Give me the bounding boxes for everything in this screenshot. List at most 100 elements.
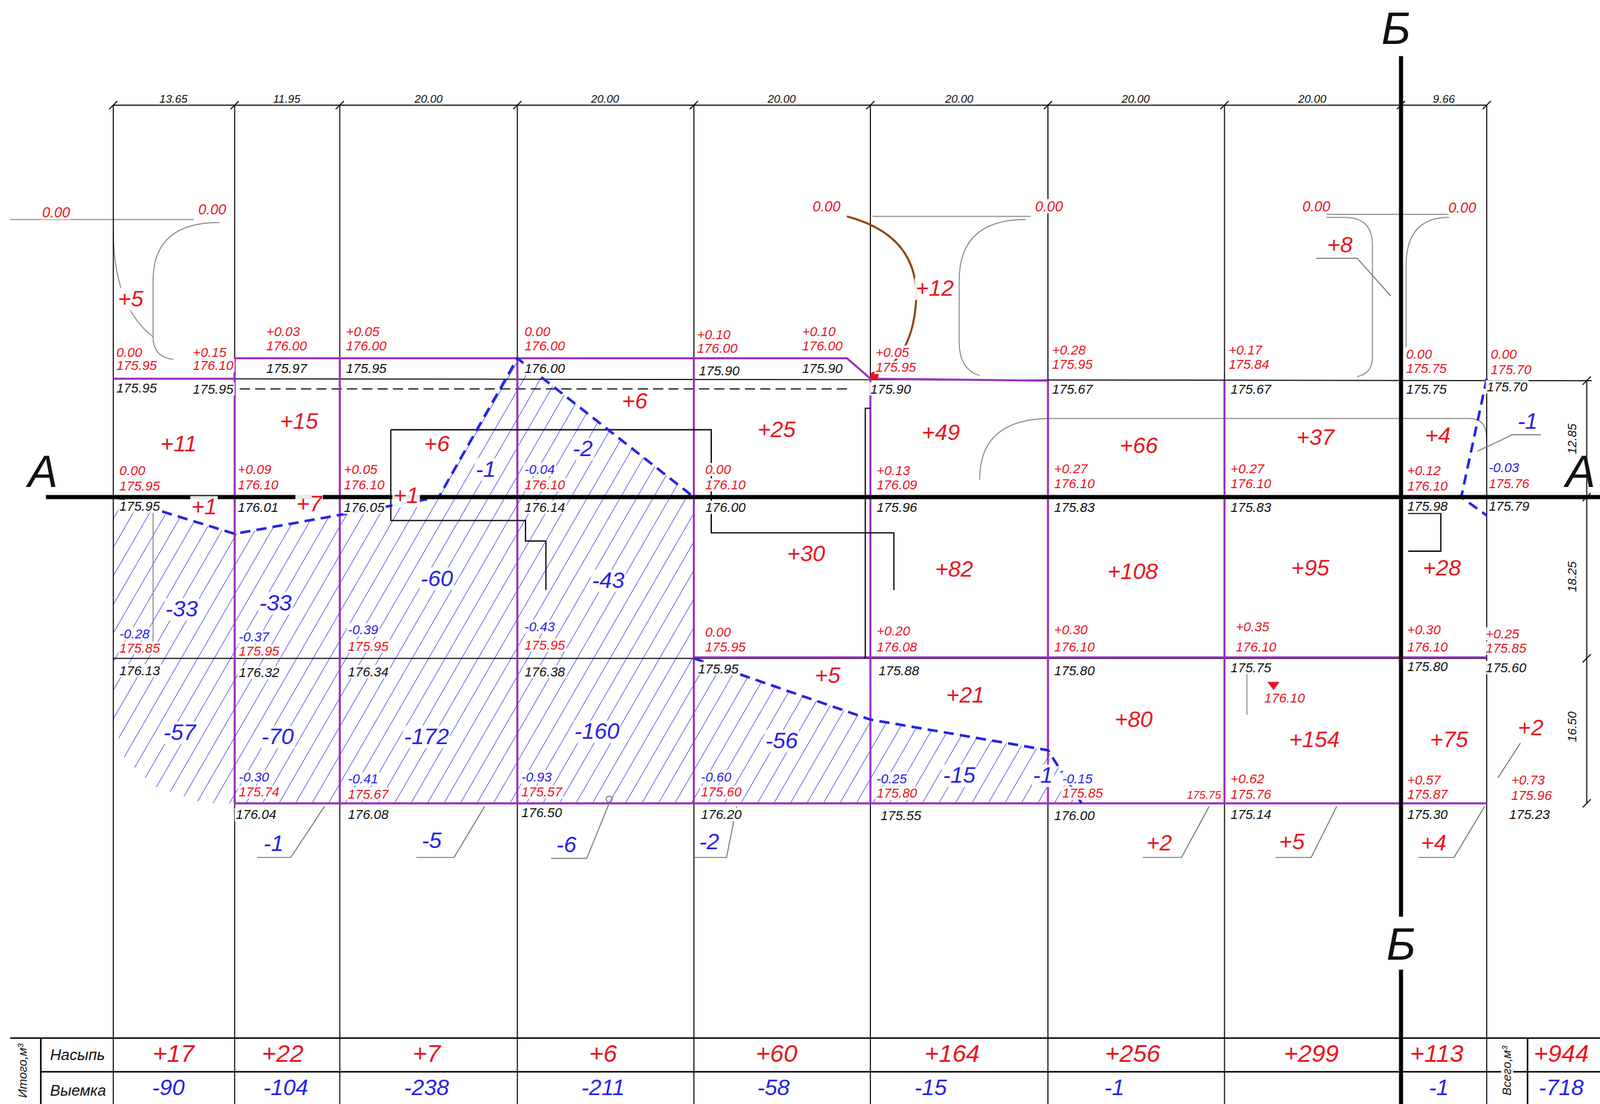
- dimension-line: [513, 100, 522, 110]
- existing-elevation: 175.79: [1487, 499, 1531, 513]
- elevation-difference: +0.10: [800, 324, 837, 338]
- elevation-difference: +0.10: [695, 328, 732, 342]
- markers: [606, 796, 613, 803]
- elevation-difference: -0.43: [523, 619, 556, 633]
- elevation-difference: -0.15: [1061, 771, 1094, 785]
- elevation-difference: -0.25: [875, 771, 908, 785]
- grid-lines: [1224, 105, 1226, 1104]
- elevation-difference: 0.00: [115, 345, 144, 359]
- table-cell: +164: [923, 1040, 981, 1066]
- dimension-label: 9.66: [1431, 93, 1456, 105]
- volume-value: +4: [1423, 424, 1452, 448]
- table-cell: -104: [262, 1076, 310, 1099]
- volume-value: -1: [1516, 410, 1539, 433]
- volume-value: +30: [786, 542, 827, 566]
- cut-zone-hatch: [113, 357, 1082, 803]
- volume-value: +21: [945, 683, 986, 707]
- dimension-label: 13.65: [158, 93, 189, 105]
- elevation-difference: +0.25: [1484, 626, 1521, 640]
- existing-elevation: 175.97: [265, 361, 309, 375]
- existing-elevation: 176.04: [234, 807, 278, 821]
- existing-elevation: 175.96: [875, 500, 919, 514]
- volume-value: -56: [764, 729, 800, 753]
- leader-lines: [1142, 806, 1210, 858]
- existing-elevation: 175.67: [1050, 382, 1094, 396]
- volume-value: +1: [189, 495, 218, 519]
- dimension-line: [1043, 100, 1053, 110]
- design-elevation: 175.80: [875, 786, 919, 800]
- table-cell: -15: [913, 1076, 948, 1099]
- existing-elevation: 175.83: [1053, 500, 1096, 514]
- table-header: Всего,м³: [1500, 1044, 1514, 1096]
- section-lines: [1398, 56, 1403, 917]
- elevation-difference: +0.27: [1229, 461, 1266, 475]
- summary-table: [40, 1070, 1600, 1073]
- dimension-line: [109, 100, 118, 110]
- dimension-label: 20.00: [590, 93, 621, 105]
- existing-elevation: 175.90: [869, 382, 912, 396]
- volume-value: +28: [1421, 556, 1463, 580]
- elevation-difference: -0.60: [699, 770, 733, 784]
- zero-work-line: [694, 658, 1082, 804]
- existing-elevation: 176.13: [118, 663, 161, 677]
- volume-value: +82: [933, 558, 975, 581]
- existing-elevation: 175.83: [1229, 500, 1273, 514]
- volume-value: +49: [920, 421, 962, 445]
- design-grid-purple: [234, 802, 1487, 804]
- volume-value: +25: [756, 418, 797, 442]
- section-mark: Б: [1385, 921, 1418, 967]
- volume-value: +95: [1290, 556, 1331, 580]
- existing-elevation: 175.80: [1053, 663, 1096, 677]
- elevation-difference: +0.12: [1405, 463, 1442, 477]
- elevation-difference: +0.09: [236, 462, 273, 476]
- zero-mark: 0.00: [1301, 198, 1332, 214]
- design-elevation: 175.96: [1510, 788, 1554, 802]
- building-outline: [390, 429, 546, 591]
- design-elevation: 176.00: [265, 338, 309, 353]
- elevation-difference: 0.00: [118, 463, 147, 477]
- building-outline: [865, 408, 871, 659]
- zero-mark: 0.00: [197, 201, 227, 217]
- existing-elevation: 176.32: [237, 665, 281, 679]
- design-elevation: 175.76: [1487, 477, 1531, 491]
- existing-elevation: 175.30: [1405, 807, 1449, 821]
- dimension-line: [1586, 380, 1588, 804]
- table-cell: -1: [1103, 1076, 1126, 1099]
- volume-value: -5: [420, 829, 443, 852]
- row-header: Насыпь: [49, 1046, 107, 1063]
- elevation-difference: -0.39: [346, 622, 379, 636]
- design-elevation: 176.10: [1053, 640, 1096, 654]
- elevation-difference: +0.35: [1234, 619, 1271, 633]
- table-cell: -211: [580, 1076, 626, 1099]
- elevation-difference: +0.03: [265, 324, 302, 338]
- existing-elevation: 176.01: [236, 500, 280, 514]
- design-grid-purple: [338, 357, 341, 803]
- elevation-difference: +0.27: [1053, 461, 1089, 475]
- cut-zone-hatch: [113, 357, 1082, 803]
- existing-elevation: 175.80: [1405, 659, 1449, 673]
- curb-lines: [113, 229, 154, 337]
- design-elevation: 175.74: [237, 785, 281, 799]
- design-elevation: 176.10: [1405, 479, 1449, 493]
- design-elevation: 175.85: [1061, 786, 1105, 800]
- existing-elevation: 175.95: [696, 661, 740, 676]
- design-elevation: 175.70: [1489, 362, 1533, 376]
- design-elevation: 175.95: [118, 479, 161, 493]
- elevation-difference: -0.41: [346, 771, 379, 785]
- existing-elevation: 175.75: [1405, 382, 1449, 396]
- design-elevation: 175.95: [523, 638, 567, 652]
- elevation-difference: 0.00: [704, 462, 733, 476]
- grid-lines: [112, 105, 114, 1104]
- dimension-label: 20.00: [1297, 93, 1328, 105]
- elevation-difference: -0.30: [237, 770, 270, 784]
- design-grid-purple: [113, 357, 1487, 803]
- volume-value: +5: [813, 664, 842, 687]
- existing-elevation: 176.00: [523, 361, 567, 375]
- elevation-difference: +0.30: [1053, 622, 1089, 636]
- table-cell: +113: [1408, 1040, 1465, 1066]
- elevation-difference: +0.30: [1405, 622, 1442, 636]
- design-elevation: 176.10: [1405, 640, 1449, 654]
- volume-value: -2: [698, 830, 721, 854]
